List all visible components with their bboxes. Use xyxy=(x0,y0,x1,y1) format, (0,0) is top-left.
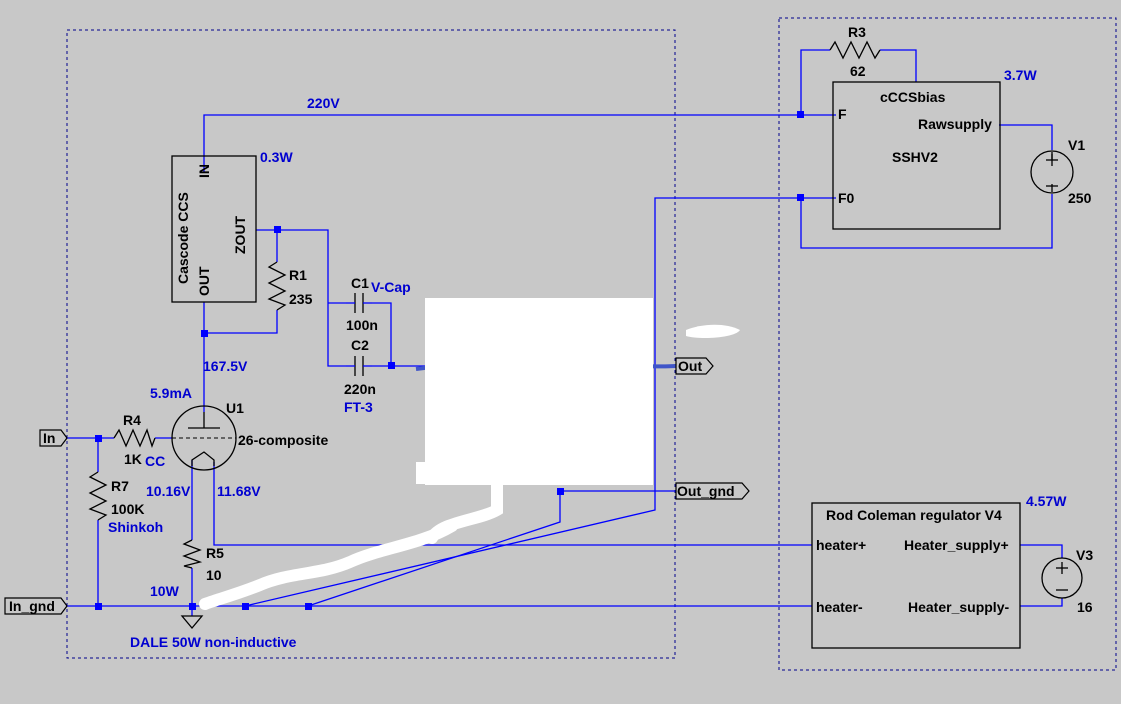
cascode-ccs-block xyxy=(171,155,257,303)
redaction-scribble xyxy=(199,478,503,610)
r7-note: Shinkoh xyxy=(108,519,163,535)
r4-ref: R4 xyxy=(123,412,141,428)
net-current: 5.9mA xyxy=(150,385,192,401)
redaction-scribble-small xyxy=(686,324,740,338)
port-in-gnd-label: In_gnd xyxy=(9,598,55,614)
voltage-source-v3 xyxy=(1041,557,1083,599)
reg-pin-hplus: heater+ xyxy=(816,537,866,553)
net-10-16v: 10.16V xyxy=(146,483,191,499)
port-out-gnd[interactable]: Out_gnd xyxy=(675,482,750,500)
resistor-r5 xyxy=(182,539,203,569)
r3-value: 62 xyxy=(850,63,866,79)
port-in-label: In xyxy=(43,430,55,446)
sshv2-block xyxy=(832,81,1001,230)
voltage-source-v1 xyxy=(1030,150,1074,194)
ground-icon xyxy=(180,615,204,630)
regulator-block xyxy=(811,502,1021,649)
junction-dots xyxy=(95,111,804,610)
net-11-68v: 11.68V xyxy=(217,483,261,499)
c1-value: 100n xyxy=(346,317,378,333)
redaction-block-edge xyxy=(416,462,436,484)
r7-value: 100K xyxy=(111,501,144,517)
v1-value: 250 xyxy=(1068,190,1092,206)
sshv2-pin-f0: F0 xyxy=(838,190,855,206)
ccs-pin-zout: ZOUT xyxy=(232,215,248,254)
reg-power: 4.57W xyxy=(1026,493,1067,509)
supply-group-border xyxy=(778,17,1117,671)
c2-note: FT-3 xyxy=(344,399,373,415)
u1-value: 26-composite xyxy=(238,432,328,448)
r4-note: CC xyxy=(145,453,165,469)
r5-value: 10 xyxy=(206,567,222,583)
resistor-r7 xyxy=(88,471,108,521)
v3-value: 16 xyxy=(1077,599,1093,615)
port-out-gnd-label: Out_gnd xyxy=(677,483,735,499)
wires xyxy=(66,49,1063,616)
port-in[interactable]: In xyxy=(39,429,68,447)
c2-value: 220n xyxy=(344,381,376,397)
net-220v: 220V xyxy=(307,95,340,111)
dale-note: DALE 50W non-inductive xyxy=(130,634,297,650)
triode-u1 xyxy=(171,405,237,471)
port-out-label: Out xyxy=(678,358,702,374)
sshv2-pin-raw: Rawsupply xyxy=(918,116,992,132)
r4-value: 1K xyxy=(124,451,142,467)
c1-ref: C1 xyxy=(351,275,369,291)
redaction-block xyxy=(425,298,653,485)
capacitor-c2 xyxy=(346,356,372,376)
reg-pin-hminus: heater- xyxy=(816,599,863,615)
sshv2-pin-f: F xyxy=(838,106,847,122)
capacitor-c1 xyxy=(346,293,372,313)
resistor-r4 xyxy=(113,428,156,449)
c2-ref: C2 xyxy=(351,337,369,353)
r7-ref: R7 xyxy=(111,478,129,494)
c1-note: V-Cap xyxy=(371,279,411,295)
ccs-pin-in: IN xyxy=(196,164,212,178)
v1-ref: V1 xyxy=(1068,137,1085,153)
ccs-pin-out: OUT xyxy=(196,266,212,296)
sshv2-power: 3.7W xyxy=(1004,67,1037,83)
port-in-gnd[interactable]: In_gnd xyxy=(4,597,68,615)
r3-ref: R3 xyxy=(848,24,866,40)
r1-ref: R1 xyxy=(289,267,307,283)
reg-pin-sminus: Heater_supply- xyxy=(908,599,1009,615)
sshv2-ref: cCCSbias xyxy=(880,89,946,105)
r1-value: 235 xyxy=(289,291,313,307)
port-out[interactable]: Out xyxy=(675,357,714,375)
ccs-title: Cascode CCS xyxy=(175,192,191,284)
reg-pin-splus: Heater_supply+ xyxy=(904,537,1009,553)
u1-ref: U1 xyxy=(226,400,244,416)
r5-ref: R5 xyxy=(206,545,224,561)
ccs-power: 0.3W xyxy=(260,149,293,165)
resistor-r3 xyxy=(829,40,881,60)
sshv2-name: SSHV2 xyxy=(892,149,938,165)
reg-title: Rod Coleman regulator V4 xyxy=(826,507,1002,523)
r5-note: 10W xyxy=(150,583,180,599)
resistor-r1 xyxy=(267,261,287,311)
v3-ref: V3 xyxy=(1076,547,1093,563)
net-167v: 167.5V xyxy=(203,358,248,374)
